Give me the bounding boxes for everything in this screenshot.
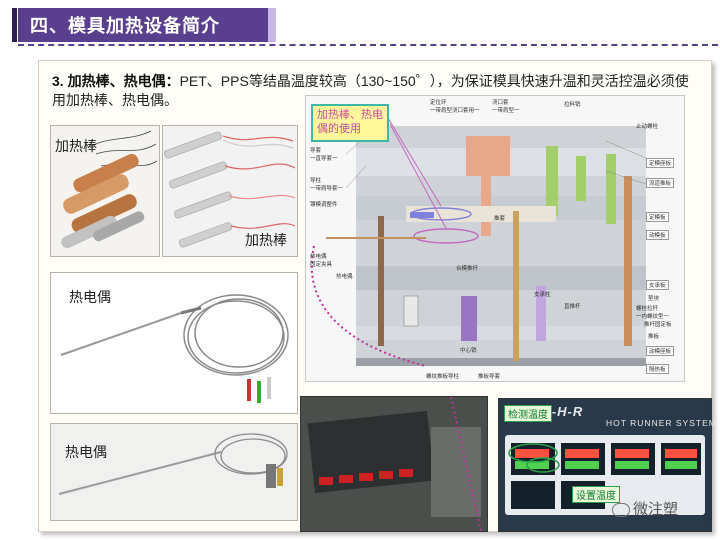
label-locating-ring: 定位环一带肩型浇口套用一 (430, 100, 480, 114)
thermocouple-label-2: 热电偶 (65, 444, 107, 460)
label-fixed-plate: 定模板 (646, 212, 669, 222)
label-ejector-plate: 推板 (648, 334, 660, 340)
label-insulation: 隔热板 (646, 364, 669, 374)
label-support-plate: 支承板 (646, 280, 669, 290)
header-bar (18, 8, 276, 42)
header-accent (12, 8, 17, 42)
page-title: 四、模具加热设备简介 (30, 16, 220, 36)
label-ejector-bush: 推板导套 (478, 374, 501, 380)
label-moving-plate: 动模板 (646, 230, 669, 240)
thermocouple-label-1: 热电偶 (69, 289, 111, 305)
controller-title: HOT RUNNER SYSTEM (606, 418, 717, 428)
label-ejector-retainer: 推杆固定板 (644, 322, 672, 328)
watermark-text: 微注塑 (633, 501, 679, 518)
heater-label-2: 加热棒 (245, 232, 287, 248)
heater-rods-illustration (51, 126, 159, 256)
thermocouple-photo-2: 热电偶 (50, 423, 298, 521)
label-thermocouple: 热电偶 (336, 274, 353, 280)
heater-callout: 加热棒、热电偶的使用 (311, 104, 389, 142)
wechat-icon (612, 503, 630, 518)
heater-wires-illustration (163, 126, 297, 256)
intro-lead: 3. 加热棒、热电偶： (52, 73, 180, 89)
mold-cross-section (310, 117, 647, 367)
heater-photo-1: 加热棒 (50, 125, 160, 257)
detect-temp-tag: 检测温度 (504, 405, 552, 422)
label-spacer: 垫块 (648, 296, 660, 302)
label-push-sleeve: 推套 (494, 216, 506, 222)
label-guide-bush: 导套一直导套一 (310, 148, 338, 162)
thermocouple-coil-illustration (60, 294, 289, 403)
hot-runner-photo (300, 396, 488, 532)
header-divider (18, 44, 718, 46)
intro-text: 3. 加热棒、热电偶：PET、PPS等结晶温度较高（130~150゜），为保证模… (52, 72, 692, 110)
label-adjust-part: 镶模调整件 (310, 202, 338, 208)
controller-box-illustration (301, 396, 487, 532)
label-sprue-bush: 浇口套一带肩型一 (492, 100, 520, 114)
thermocouple-probe-illustration (58, 433, 288, 495)
label-tc-fixture: 热电偶固定夹具 (310, 254, 333, 268)
set-temp-tag: 设置温度 (572, 486, 620, 503)
label-ejector-guide: 螺纹推板导柱 (426, 374, 460, 380)
label-fixed-clamp: 定模座板 (646, 158, 675, 168)
label-center-pin: 中心销 (460, 348, 477, 354)
thermocouple-photo-1: 热电偶 (50, 272, 298, 414)
label-bolt-rod: 螺栓拉杆一内螺纹型一 (636, 306, 670, 320)
controller-panel-photo (498, 398, 712, 532)
label-support-pillar: 支承柱 (534, 292, 551, 298)
label-moving-clamp: 动模座板 (646, 346, 675, 356)
label-runner-plate: 流道推板 (646, 178, 675, 188)
mold-diagram: 定位环一带肩型浇口套用一 浇口套一带肩型一 拉料销 止动螺栓 导套一直导套一 导… (305, 95, 685, 382)
label-stop-bolt: 止动螺栓 (636, 124, 659, 130)
controller-display-illustration (499, 399, 711, 531)
label-closing-pin: 合模推杆 (456, 266, 479, 272)
intro-body: PET、PPS等结晶温度较高（130~150゜），为保证模具快速升温和灵活控温必… (52, 73, 689, 108)
heater-photo-2: 加热棒 (162, 125, 298, 257)
label-ejector-pin: 直推杆 (564, 304, 581, 310)
label-guide-pillar: 导柱一带肩导套一 (310, 178, 344, 192)
watermark: 微注塑 (612, 498, 678, 519)
heater-label-1: 加热棒 (55, 138, 97, 154)
label-pull-pin: 拉料销 (564, 102, 581, 108)
